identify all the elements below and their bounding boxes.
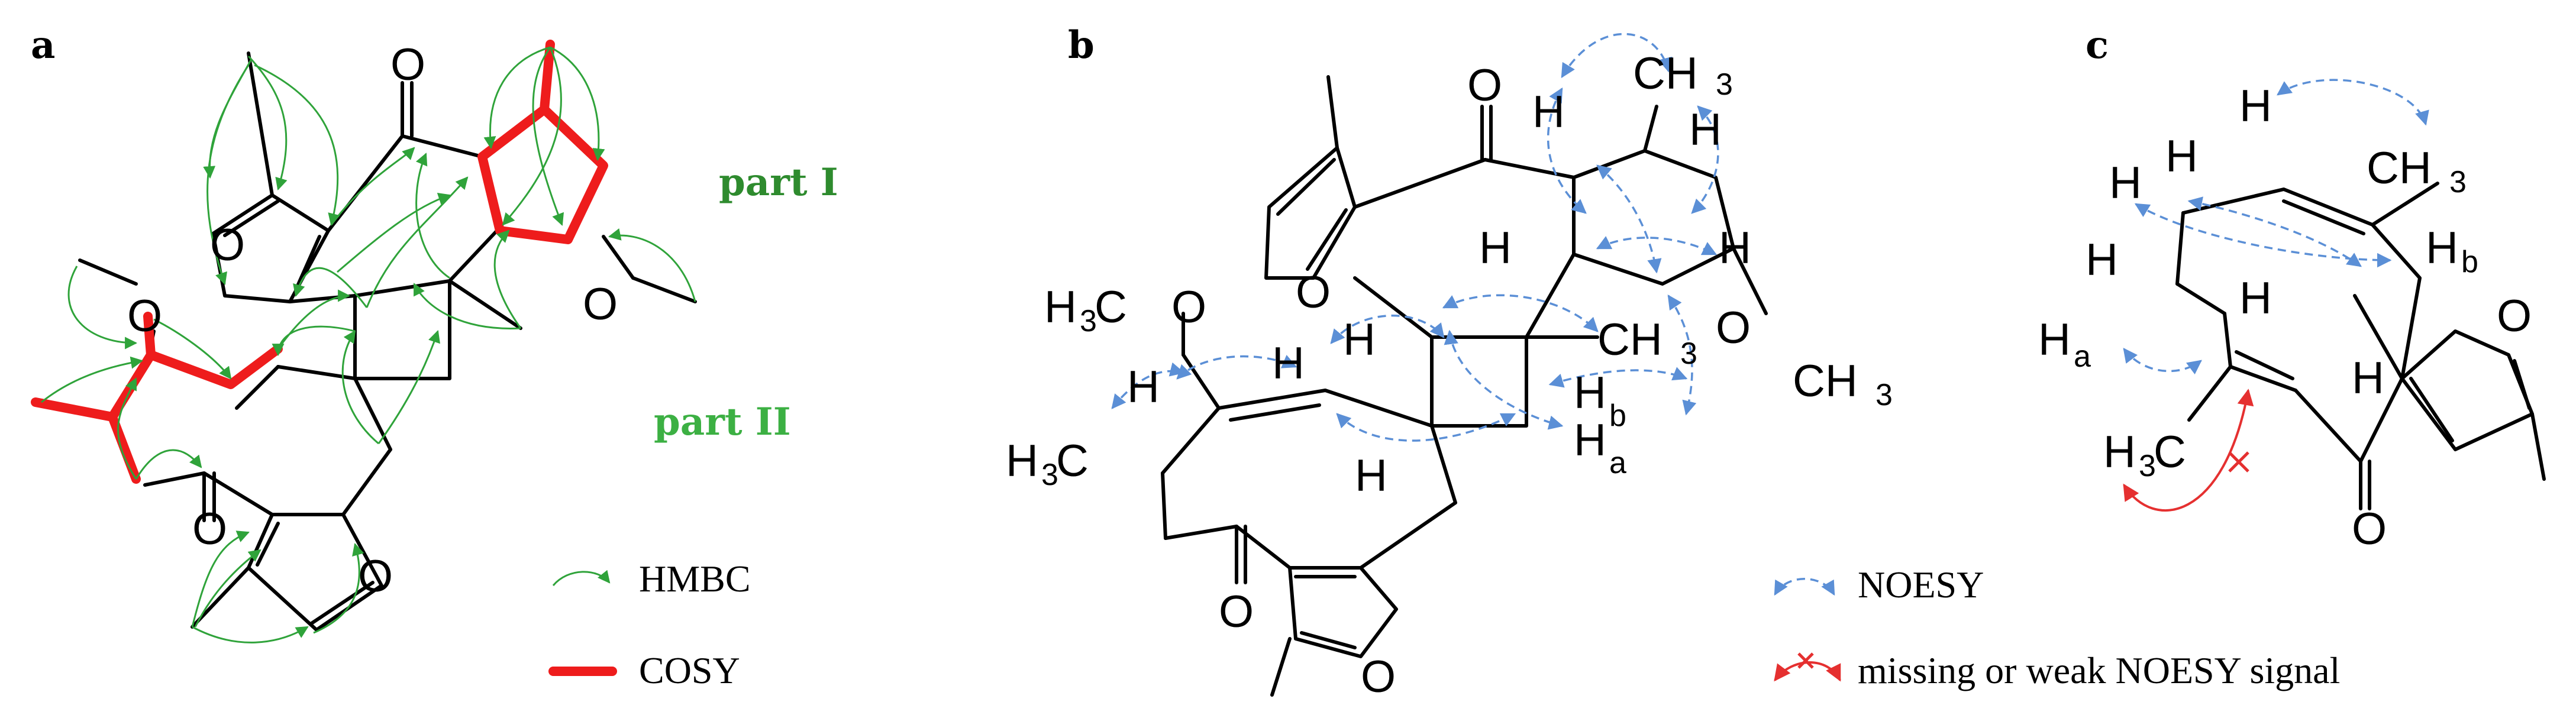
atom-H: H [2239, 273, 2272, 324]
subscript-3: 3 [1875, 378, 1893, 412]
atom-C: C [1095, 282, 1127, 332]
panel-c-letter: c [2086, 23, 2109, 67]
panel-c-atoms: O O H H H H H H H b H a CH 3 H 3 C [2038, 81, 2532, 554]
cosy-legend-label: COSY [639, 649, 740, 691]
atom-O: O [192, 504, 227, 554]
atom-H: H [1127, 362, 1160, 412]
atom-O: O [358, 551, 393, 601]
panel-a-letter: a [31, 23, 55, 67]
weak-noesy-legend-label: missing or weak NOESY signal [1858, 649, 2340, 691]
panel-b-noesy-arrows [1111, 33, 1719, 442]
atom-O: O [583, 279, 618, 329]
hmbc-legend-arrow [552, 570, 611, 586]
atom-H: H [2426, 223, 2458, 273]
panel-b: b [1006, 23, 1984, 702]
atom-O: O [390, 40, 425, 90]
atom-O: O [1467, 60, 1502, 111]
part-II-label: part II [654, 400, 791, 444]
atom-H3C: H [1006, 436, 1038, 486]
subscript-3: 3 [2139, 449, 2156, 483]
subscript-a: a [1609, 446, 1626, 480]
atom-C: C [1056, 436, 1089, 486]
atom-H: H [1574, 415, 1606, 465]
panel-a: a [31, 23, 838, 691]
atom-H3C: H [1044, 282, 1077, 332]
panel-c-weak-noesy [2123, 389, 2254, 512]
atom-O: O [1171, 282, 1206, 332]
atom-H: H [1355, 451, 1387, 501]
panel-a-atoms: O O O O O O [127, 40, 618, 601]
atom-O: O [127, 291, 162, 341]
atom-O: O [210, 220, 245, 270]
panel-c: c [1774, 23, 2546, 691]
atom-H: H [2352, 353, 2384, 403]
atom-H: H [2239, 81, 2272, 131]
atom-H: H [1343, 315, 1376, 365]
atom-C: C [2154, 427, 2186, 477]
atom-CH: CH [1633, 48, 1698, 99]
atom-H: H [1479, 223, 1512, 273]
atom-H: H [2165, 131, 2198, 182]
panel-a-legend: HMBC COSY [548, 558, 751, 691]
atom-O: O [1296, 267, 1331, 318]
atom-CH: CH [1793, 356, 1858, 406]
atom-H: H [2086, 235, 2118, 285]
panel-c-noesy-arrows [2123, 79, 2429, 375]
subscript-b: b [1609, 399, 1626, 433]
subscript-3: 3 [1716, 67, 1733, 102]
atom-CH: CH [1597, 315, 1663, 365]
atom-H: H [1689, 105, 1722, 155]
atom-H3C: H [2103, 427, 2136, 477]
subscript-3: 3 [1080, 304, 1097, 338]
atom-O: O [2497, 291, 2532, 341]
atom-H: H [2109, 158, 2142, 208]
atom-H: H [1719, 223, 1751, 273]
atom-O: O [2352, 504, 2387, 554]
noesy-legend-arrow [1774, 578, 1835, 596]
atom-O: O [1361, 652, 1396, 702]
atom-H: H [1272, 338, 1305, 389]
panel-c-skeleton [2175, 182, 2546, 510]
panel-a-hmbc-arrows [41, 46, 696, 643]
hmbc-legend-label: HMBC [639, 558, 751, 600]
subscript-a: a [2074, 339, 2091, 374]
panel-c-legend: missing or weak NOESY signal [1774, 649, 2340, 691]
panel-a-skeleton [78, 51, 697, 632]
atom-O: O [1219, 587, 1254, 637]
panel-b-atoms: O O O O O O H H H H H H H H H H CH 3 CH … [1006, 48, 1893, 702]
noesy-legend-label: NOESY [1858, 564, 1984, 606]
subscript-3: 3 [2449, 165, 2467, 199]
subscript-b: b [2461, 245, 2478, 279]
atom-CH: CH [2367, 143, 2432, 193]
subscript-3: 3 [1041, 458, 1058, 492]
panel-b-letter: b [1068, 23, 1095, 67]
panel-b-legend: NOESY [1774, 564, 1984, 606]
atom-H: H [2038, 315, 2071, 365]
atom-H: H [1574, 368, 1606, 418]
atom-H: H [1532, 87, 1565, 137]
part-I-label: part I [719, 160, 838, 205]
atom-O: O [1716, 303, 1751, 353]
weak-noesy-legend-arrow [1774, 661, 1841, 682]
subscript-3: 3 [1680, 337, 1697, 371]
